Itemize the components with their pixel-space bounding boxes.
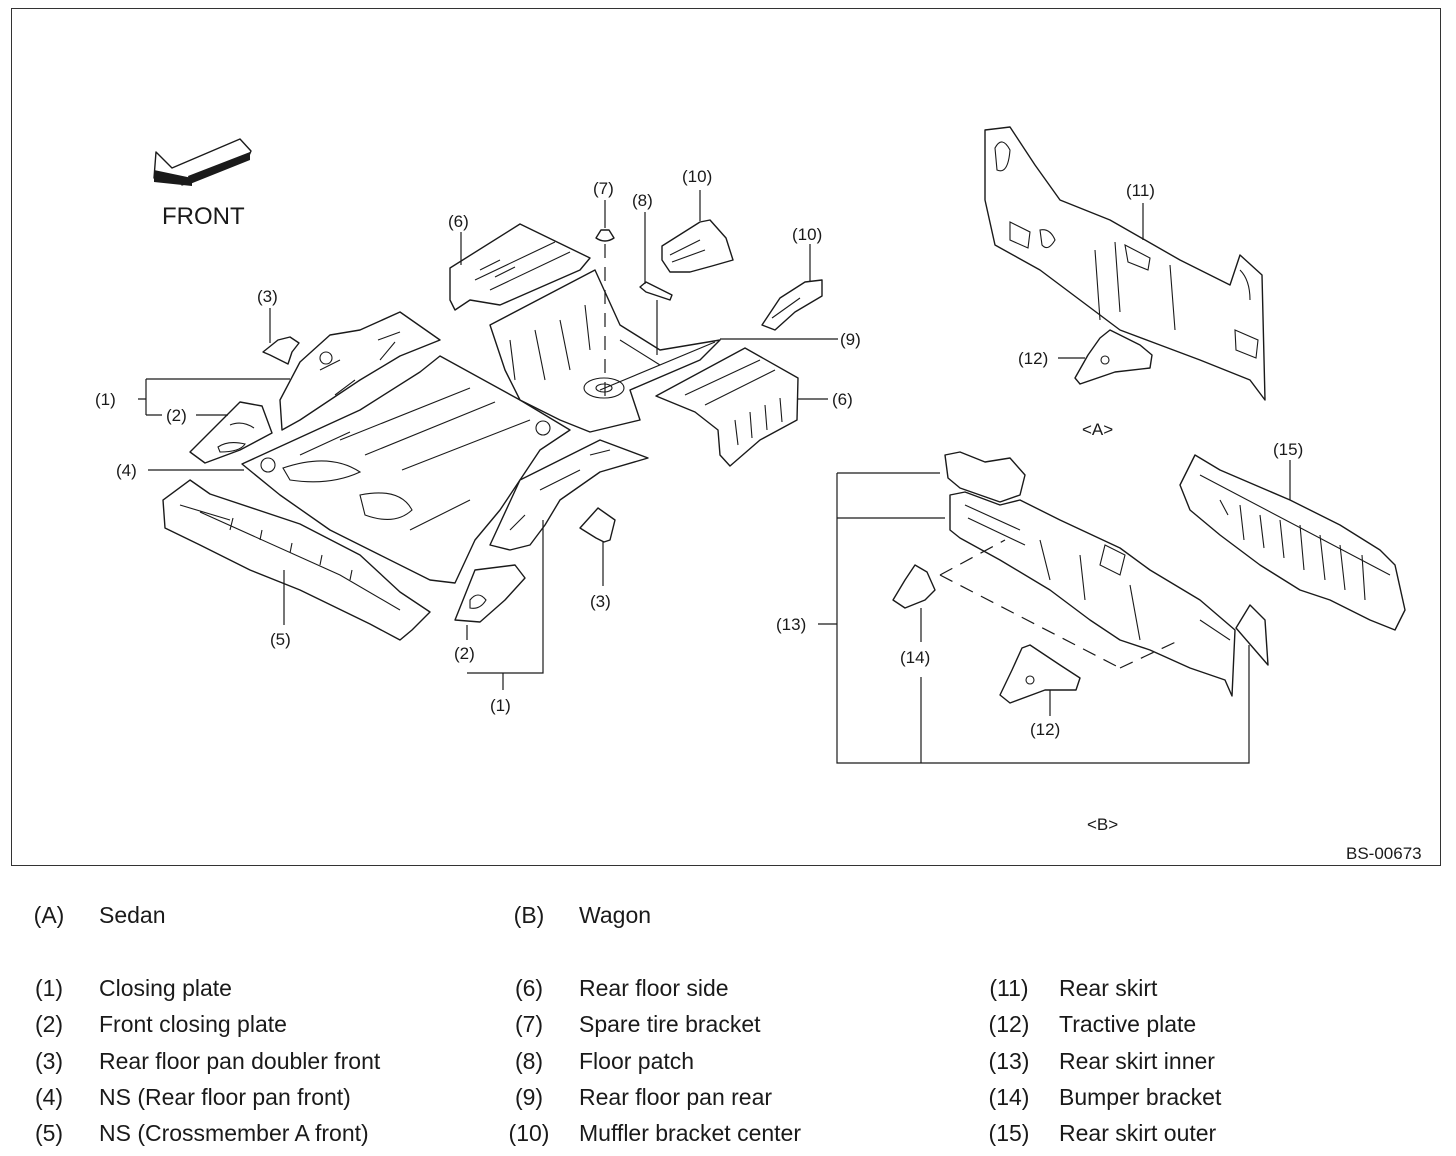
- legend-key: (13): [988, 1048, 1030, 1074]
- part-3-rear-floor-pan-doubler-front-lower: [579, 507, 616, 543]
- part-4-rear-floor-pan-front: [241, 355, 571, 584]
- callout-15: (15): [1273, 440, 1303, 459]
- callout-4: (4): [116, 461, 137, 480]
- part-3-rear-floor-pan-doubler-front: [262, 336, 300, 365]
- legend-key: (6): [514, 975, 544, 1001]
- part-9-rear-floor-pan-rear: [489, 269, 721, 433]
- callout-3-upper: (3): [257, 287, 278, 306]
- leader-line: [644, 212, 658, 355]
- legend-key: (A): [33, 902, 65, 928]
- callout-6-left: (6): [448, 212, 469, 231]
- legend-key: (10): [508, 1120, 550, 1146]
- part-12-tractive-plate-wagon: [999, 644, 1081, 704]
- part-6-rear-floor-side-right: [655, 347, 799, 467]
- legend-key: (14): [988, 1084, 1030, 1110]
- callout-14: (14): [900, 648, 930, 667]
- front-arrow-icon: [153, 138, 252, 186]
- dashed-assembly-line: [1119, 639, 1181, 669]
- diagram-code: BS-00673: [1346, 844, 1422, 863]
- exploded-parts-diagram: FRONT (3) (1) (2) (4) (5) (2: [95, 126, 1422, 863]
- callout-13: (13): [776, 615, 806, 634]
- part-1-closing-plate-upper: [279, 311, 441, 431]
- callout-2-upper: (2): [166, 406, 187, 425]
- legend-label: Rear floor pan rear: [579, 1084, 773, 1110]
- legend-key: (2): [34, 1011, 64, 1037]
- legend-key: (8): [514, 1048, 544, 1074]
- sedan-view-tag: <A>: [1082, 420, 1113, 439]
- part-6-rear-floor-side-left: [449, 223, 591, 311]
- part-15-rear-skirt-outer: [1179, 454, 1406, 631]
- legend-label: Rear floor pan doubler front: [99, 1048, 381, 1074]
- leader-line: [466, 520, 544, 690]
- part-11-rear-skirt-sedan: [984, 126, 1266, 401]
- callout-10-right: (10): [792, 225, 822, 244]
- callout-3-lower: (3): [590, 592, 611, 611]
- front-label: FRONT: [162, 203, 245, 230]
- legend-label: Rear skirt inner: [1059, 1048, 1215, 1074]
- callout-11: (11): [1126, 181, 1155, 200]
- callout-8: (8): [632, 191, 653, 210]
- part-5-crossmember-a-front: [162, 479, 431, 641]
- legend-label: Rear skirt: [1059, 975, 1158, 1001]
- legend-label: Rear floor side: [579, 975, 729, 1001]
- callout-7: (7): [593, 179, 614, 198]
- dashed-assembly-line: [939, 539, 1006, 576]
- legend-key: (12): [988, 1011, 1030, 1037]
- legend-label: Front closing plate: [99, 1011, 287, 1037]
- part-2-front-closing-plate-upper: [189, 401, 273, 464]
- part-2-front-closing-plate-lower: [454, 564, 526, 623]
- legend-label: NS (Rear floor pan front): [99, 1084, 351, 1110]
- legend-label: Spare tire bracket: [579, 1011, 761, 1037]
- callout-12-wagon: (12): [1030, 720, 1060, 739]
- part-8-floor-patch: [639, 281, 673, 301]
- callout-6-right: (6): [832, 390, 853, 409]
- leader-line: [818, 472, 1250, 764]
- part-1-closing-plate-lower: [489, 439, 649, 551]
- legend-key: (5): [34, 1120, 64, 1146]
- legend-label: Closing plate: [99, 975, 232, 1001]
- legend-label: Rear skirt outer: [1059, 1120, 1217, 1146]
- callout-1-upper: (1): [95, 390, 116, 409]
- dashed-assembly-line: [939, 574, 1121, 669]
- part-12-tractive-plate-sedan: [1074, 329, 1153, 385]
- callout-10-upper: (10): [682, 167, 712, 186]
- part-10-muffler-bracket-center-right: [761, 279, 823, 331]
- part-10-muffler-bracket-center-upper: [661, 219, 734, 273]
- legend-label: Muffler bracket center: [579, 1120, 802, 1146]
- callout-9: (9): [840, 330, 861, 349]
- legend-key: (4): [34, 1084, 64, 1110]
- callout-12-sedan: (12): [1018, 349, 1048, 368]
- legend-label: Tractive plate: [1059, 1011, 1197, 1037]
- legend-key: (7): [514, 1011, 544, 1037]
- legend-key: (3): [34, 1048, 64, 1074]
- part-7-spare-tire-bracket: [595, 229, 615, 242]
- legend-key: (15): [988, 1120, 1030, 1146]
- legend-label: Sedan: [99, 902, 166, 928]
- callout-2-lower: (2): [454, 644, 475, 663]
- callout-1-lower: (1): [490, 696, 511, 715]
- legend-key: (B): [513, 902, 545, 928]
- part-13-rear-skirt-inner: [892, 451, 1269, 697]
- legend-label: Bumper bracket: [1059, 1084, 1222, 1110]
- parts-legend: (A) Sedan (B) Wagon (1) Closing plate (2…: [0, 880, 1456, 1156]
- leader-line: [138, 378, 290, 416]
- legend-label: NS (Crossmember A front): [99, 1120, 369, 1146]
- callout-5: (5): [270, 630, 291, 649]
- legend-key: (9): [514, 1084, 544, 1110]
- legend-label: Floor patch: [579, 1048, 695, 1074]
- legend-label: Wagon: [579, 902, 652, 928]
- legend-key: (11): [989, 975, 1029, 1001]
- diagram-frame: [11, 8, 1441, 866]
- wagon-view-tag: <B>: [1087, 815, 1118, 834]
- legend-key: (1): [34, 975, 64, 1001]
